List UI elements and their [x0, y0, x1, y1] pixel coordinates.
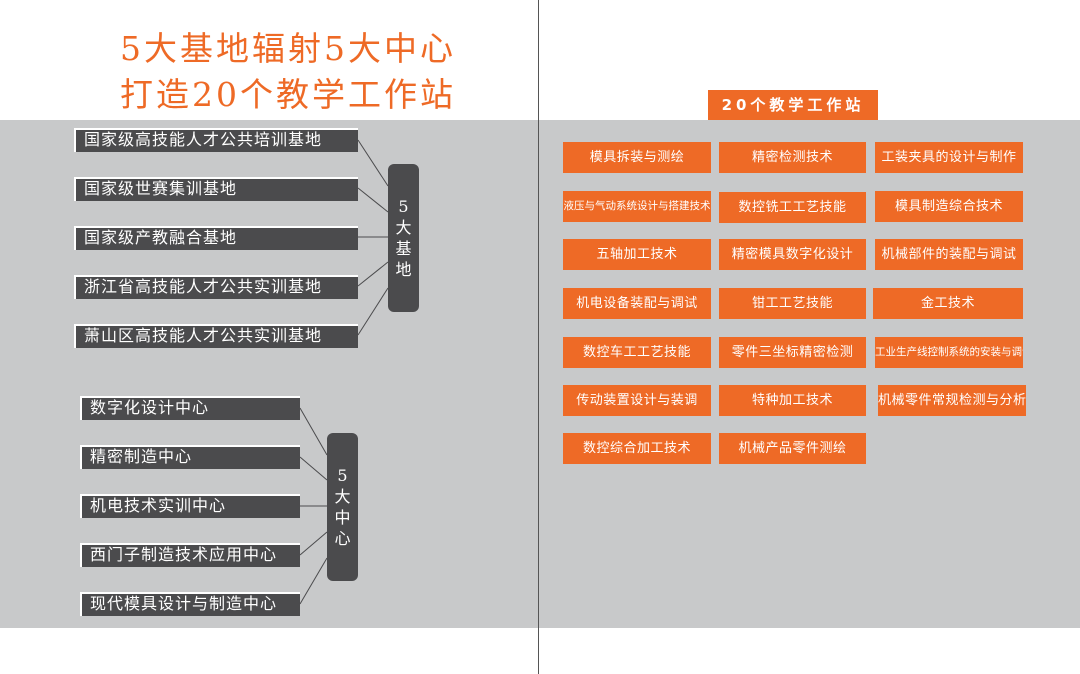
station-box: 钳工工艺技能	[719, 288, 866, 319]
station-box: 工业生产线控制系统的安装与调试	[875, 337, 1023, 368]
stations-header: 20个教学工作站	[708, 90, 878, 120]
connector-center-4	[299, 531, 328, 556]
base-item: 国家级世赛集训基地	[74, 177, 358, 201]
center-item: 精密制造中心	[80, 445, 300, 469]
centers-group-char: 中	[334, 508, 351, 527]
centers-group-char: 心	[334, 529, 351, 548]
station-box: 机械部件的装配与调试	[875, 239, 1023, 270]
station-box: 传动装置设计与装调	[563, 385, 711, 416]
center-item: 西门子制造技术应用中心	[80, 543, 300, 567]
station-box: 机械产品零件测绘	[719, 433, 866, 464]
station-box: 数控铣工工艺技能	[719, 192, 866, 223]
station-box: 数控车工工艺技能	[563, 337, 711, 368]
station-box: 特种加工技术	[719, 385, 866, 416]
connector-center-2	[299, 456, 328, 481]
connector-center-5	[299, 557, 328, 605]
connector-base-2	[357, 187, 389, 213]
station-box: 模具制造综合技术	[875, 191, 1023, 222]
center-item: 数字化设计中心	[80, 396, 300, 420]
connector-base-4	[357, 261, 389, 287]
title-line-1: 5大基地辐射5大中心	[120, 29, 456, 68]
station-box: 数控综合加工技术	[563, 433, 711, 464]
centers-group-char: 5	[337, 466, 348, 485]
page-divider	[538, 0, 539, 674]
station-box: 精密检测技术	[719, 142, 866, 173]
station-box: 工装夹具的设计与制作	[875, 142, 1023, 173]
station-box: 零件三坐标精密检测	[719, 337, 866, 368]
bases-group-char: 基	[395, 239, 412, 258]
center-item: 现代模具设计与制造中心	[80, 592, 300, 616]
connector-base-5	[357, 287, 389, 336]
base-item: 国家级高技能人才公共培训基地	[74, 128, 358, 152]
bases-group-char: 5	[398, 197, 409, 216]
centers-group-char: 大	[334, 487, 351, 506]
center-item: 机电技术实训中心	[80, 494, 300, 518]
station-box: 机械零件常规检测与分析	[878, 385, 1026, 416]
station-box: 金工技术	[873, 288, 1023, 319]
base-item: 国家级产教融合基地	[74, 226, 358, 250]
station-box: 精密模具数字化设计	[719, 239, 866, 270]
centers-group-box: 5 大 中 心	[327, 433, 358, 581]
station-box: 机电设备装配与调试	[563, 288, 711, 319]
station-box: 液压与气动系统设计与搭建技术	[563, 191, 711, 222]
bases-group-char: 地	[395, 260, 412, 279]
base-item: 浙江省高技能人才公共实训基地	[74, 275, 358, 299]
station-box: 模具拆装与测绘	[563, 142, 711, 173]
bases-group-char: 大	[395, 218, 412, 237]
connector-base-1	[357, 139, 389, 187]
bases-group-box: 5 大 基 地	[388, 164, 419, 312]
station-box: 五轴加工技术	[563, 239, 711, 270]
base-item: 萧山区高技能人才公共实训基地	[74, 324, 358, 348]
connector-center-1	[299, 407, 328, 456]
title-line-2: 打造20个教学工作站	[120, 75, 456, 114]
